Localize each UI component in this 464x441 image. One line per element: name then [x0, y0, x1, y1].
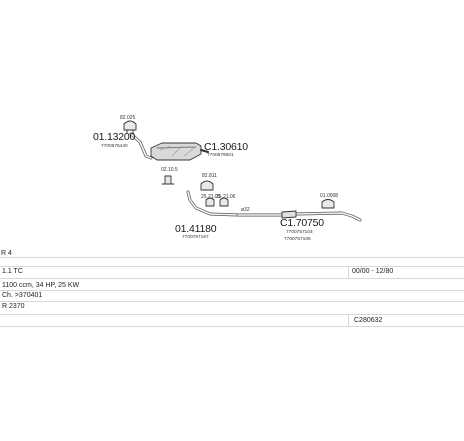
rear-silencer-ref: 7700676601 [207, 153, 234, 158]
rear-silencer-shape [150, 142, 209, 161]
table-line [0, 301, 464, 302]
clamp-c-shape [219, 197, 229, 207]
clamp-top-shape [123, 120, 137, 134]
vehicle-power: 1100 ccm, 34 HP, 25 KW [2, 282, 80, 289]
catalog-code: C280632 [354, 317, 383, 324]
table-line [0, 278, 464, 279]
front-pipe-shape [186, 190, 240, 217]
rear-silencer-number: C1.30610 [204, 141, 248, 153]
front-silencer-shape [236, 210, 362, 222]
table-divider [348, 314, 349, 326]
table-line [0, 314, 464, 315]
clamp-c-number: 25.21.06 [216, 194, 236, 200]
table-divider [348, 266, 349, 278]
table-line [0, 266, 464, 267]
hanger-a-shape [161, 175, 175, 185]
table-line [0, 257, 464, 258]
clamp-right-number: 01.0008 [320, 193, 339, 199]
front-pipe-number: 01.41180 [175, 223, 217, 235]
vehicle-chassis: Ch. >370401 [2, 292, 43, 299]
vehicle-model: R 4 [1, 250, 12, 257]
clamp-mid-number: 82.811 [202, 173, 217, 179]
connector-label: ø32 [241, 207, 250, 213]
vehicle-years: 00/00 - 12/80 [352, 268, 394, 275]
clamp-top-number: 82.025 [120, 115, 136, 121]
rear-pipe-number: 01.13200 [93, 131, 136, 143]
rear-pipe-shape [129, 132, 153, 160]
vehicle-body: R 2370 [2, 303, 25, 310]
front-pipe-ref: 7700757167 [182, 235, 209, 240]
rear-pipe-ref: 7700676440 [101, 144, 128, 149]
front-silencer-number: C1.70750 [280, 217, 324, 229]
hanger-a-number: 02.10.5 [161, 167, 178, 173]
clamp-b-shape [205, 197, 215, 207]
table-line [0, 326, 464, 327]
clamp-b-number: 25.21.05 [201, 194, 221, 200]
front-silencer-ref2: 7700757106 [284, 237, 311, 242]
front-silencer-ref1: 7700757104 [286, 230, 313, 235]
vehicle-engine: 1.1 TC [2, 268, 23, 275]
clamp-mid-shape [200, 180, 214, 191]
clamp-right-shape [321, 199, 335, 209]
table-line [0, 290, 464, 291]
